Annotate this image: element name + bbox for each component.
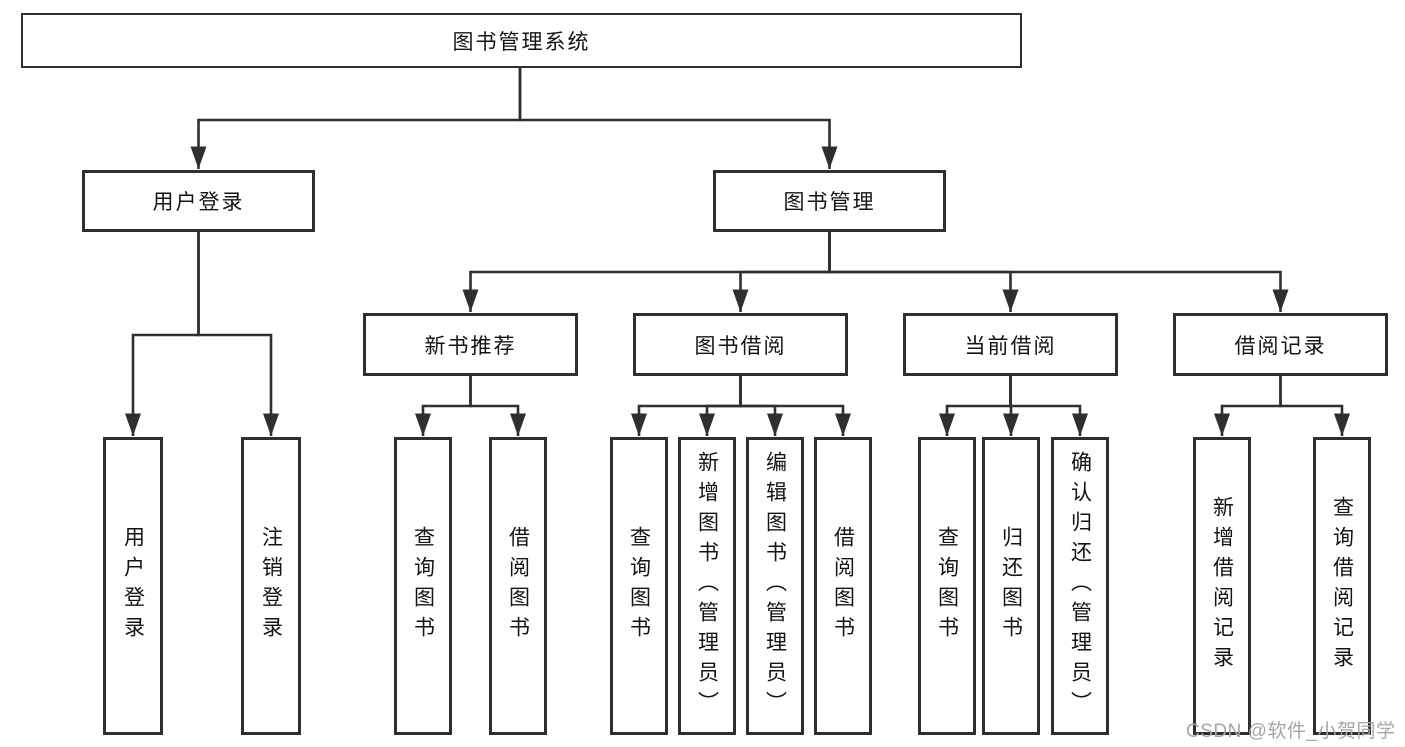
watermark: CSDN @软件_小贺同学: [1186, 721, 1396, 742]
edge-login-user-login: [125, 232, 200, 436]
node-new-book-recommendation: 新书推荐: [363, 313, 578, 376]
edge-borrowing-add: [699, 376, 742, 436]
leaf-borrowing-query-books: 查询图书: [610, 437, 668, 735]
leaf-logout: 注销登录: [241, 437, 301, 735]
edge-borrowing-borrow: [739, 376, 851, 436]
node-book-management: 图书管理: [713, 170, 946, 232]
edge-recommend-query: [415, 376, 472, 436]
leaf-current-query-books: 查询图书: [918, 437, 976, 735]
edge-current-confirm: [1009, 376, 1088, 436]
node-current-borrowing: 当前借阅: [903, 313, 1118, 376]
edge-records-query: [1279, 376, 1350, 436]
leaf-recommend-query-books: 查询图书: [394, 437, 452, 735]
edge-current-query: [939, 376, 1012, 436]
leaf-current-return-books: 归还图书: [982, 437, 1040, 735]
edge-root-book-management: [518, 68, 838, 169]
edge-recommend-borrow: [469, 376, 526, 436]
edge-root-user-login: [190, 68, 522, 169]
edge-login-logout: [197, 232, 279, 436]
edge-mgmt-records: [828, 232, 1289, 312]
leaf-records-query-borrow-record: 查询借阅记录: [1313, 437, 1371, 735]
leaf-recommend-borrow-books: 借阅图书: [489, 437, 547, 735]
leaf-records-add-borrow-record: 新增借阅记录: [1193, 437, 1251, 735]
leaf-borrowing-edit-books-admin: 编辑图书（管理员）: [746, 437, 804, 735]
edge-mgmt-borrowing: [732, 232, 831, 312]
leaf-current-confirm-return-admin: 确认归还（管理员）: [1051, 437, 1109, 735]
leaf-borrowing-add-books-admin: 新增图书（管理员）: [678, 437, 736, 735]
node-library-system: 图书管理系统: [21, 13, 1022, 68]
edge-records-add: [1214, 376, 1282, 436]
node-book-borrowing: 图书借阅: [633, 313, 848, 376]
leaf-user-login: 用户登录: [103, 437, 163, 735]
leaf-borrowing-borrow-books: 借阅图书: [814, 437, 872, 735]
node-borrowing-records: 借阅记录: [1173, 313, 1388, 376]
node-user-login: 用户登录: [82, 170, 315, 232]
